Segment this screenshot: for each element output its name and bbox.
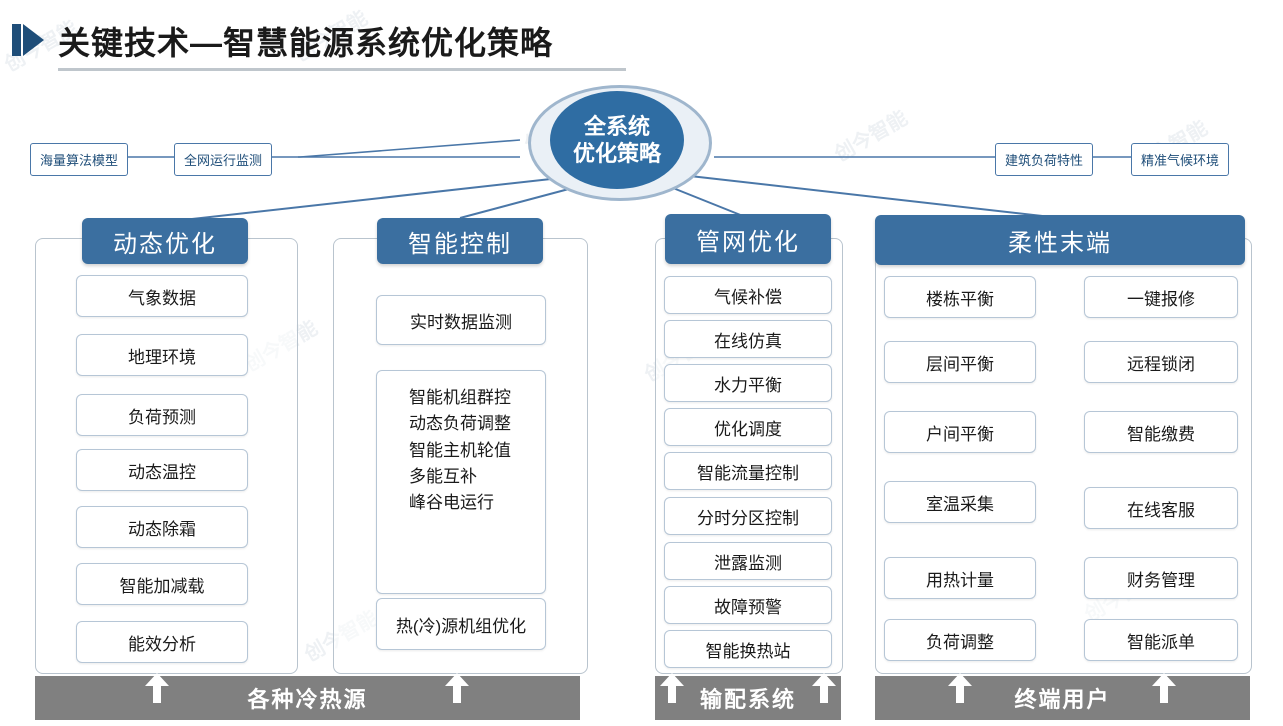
list-item-group[interactable]: 智能机组群控 动态负荷调整 智能主机轮值 多能互补 峰谷电运行 <box>376 370 546 594</box>
footer-bar-end-users: 终端用户 <box>875 676 1250 720</box>
list-item[interactable]: 负荷调整 <box>884 619 1036 661</box>
title-divider <box>58 68 626 71</box>
tag-haoliang-suanfa[interactable]: 海量算法模型 <box>30 143 129 176</box>
column-header-intelligent-control[interactable]: 智能控制 <box>377 218 543 264</box>
arrow-up-icon <box>145 673 169 703</box>
list-item[interactable]: 动态除霜 <box>76 506 248 548</box>
list-item[interactable]: 动态温控 <box>76 449 248 491</box>
page-header: 关键技术—智慧能源系统优化策略 <box>0 0 1283 76</box>
center-line-2: 优化策略 <box>572 141 661 166</box>
list-item[interactable]: 负荷预测 <box>76 394 248 436</box>
list-item[interactable]: 财务管理 <box>1084 557 1238 599</box>
arrow-up-icon <box>948 673 972 703</box>
arrow-up-icon <box>812 673 836 703</box>
list-item[interactable]: 智能流量控制 <box>664 452 832 490</box>
center-node-label: 全系统 优化策略 <box>550 91 684 189</box>
list-item[interactable]: 气候补偿 <box>664 276 832 314</box>
list-item[interactable]: 气象数据 <box>76 275 248 317</box>
tag-jingzhun-qihou[interactable]: 精准气候环境 <box>1131 143 1230 176</box>
center-node: 全系统 优化策略 <box>528 85 712 201</box>
footer-bar-heat-sources: 各种冷热源 <box>35 676 580 720</box>
tag-jianzhu-fuhe[interactable]: 建筑负荷特性 <box>995 143 1094 176</box>
group-line: 智能主机轮值 <box>409 440 511 460</box>
list-item[interactable]: 层间平衡 <box>884 341 1036 383</box>
group-line: 动态负荷调整 <box>409 414 511 434</box>
center-line-1: 全系统 <box>583 113 650 139</box>
list-item[interactable]: 智能加减载 <box>76 563 248 605</box>
list-item[interactable]: 优化调度 <box>664 408 832 446</box>
list-item[interactable]: 智能派单 <box>1084 619 1238 661</box>
list-item[interactable]: 用热计量 <box>884 557 1036 599</box>
footer-bar-distribution: 输配系统 <box>655 676 841 720</box>
title-marker-icon <box>12 24 44 56</box>
list-item[interactable]: 能效分析 <box>76 621 248 663</box>
list-item[interactable]: 智能缴费 <box>1084 411 1238 453</box>
page-title: 关键技术—智慧能源系统优化策略 <box>58 25 554 61</box>
arrow-up-icon <box>1152 673 1176 703</box>
column-header-dynamic-optimization[interactable]: 动态优化 <box>82 218 248 264</box>
column-header-pipe-network[interactable]: 管网优化 <box>665 214 831 264</box>
arrow-up-icon <box>660 673 684 703</box>
list-item[interactable]: 一键报修 <box>1084 276 1238 318</box>
list-item[interactable]: 故障预警 <box>664 586 832 624</box>
list-item[interactable]: 分时分区控制 <box>664 497 832 535</box>
list-item[interactable]: 水力平衡 <box>664 364 832 402</box>
list-item[interactable]: 智能换热站 <box>664 630 832 668</box>
tag-quanwang-jiance[interactable]: 全网运行监测 <box>174 143 273 176</box>
list-item[interactable]: 在线客服 <box>1084 487 1238 529</box>
list-item[interactable]: 地理环境 <box>76 334 248 376</box>
list-item[interactable]: 在线仿真 <box>664 320 832 358</box>
list-item[interactable]: 热(冷)源机组优化 <box>376 598 546 650</box>
list-item[interactable]: 户间平衡 <box>884 411 1036 453</box>
arrow-up-icon <box>445 673 469 703</box>
list-item[interactable]: 远程锁闭 <box>1084 341 1238 383</box>
column-header-flexible-terminal[interactable]: 柔性末端 <box>875 215 1245 265</box>
group-line: 智能机组群控 <box>409 388 511 407</box>
list-item[interactable]: 泄露监测 <box>664 542 832 580</box>
list-item[interactable]: 楼栋平衡 <box>884 276 1036 318</box>
list-item[interactable]: 实时数据监测 <box>376 295 546 345</box>
group-line: 多能互补 <box>409 467 477 487</box>
group-line: 峰谷电运行 <box>409 493 494 513</box>
list-item[interactable]: 室温采集 <box>884 481 1036 523</box>
